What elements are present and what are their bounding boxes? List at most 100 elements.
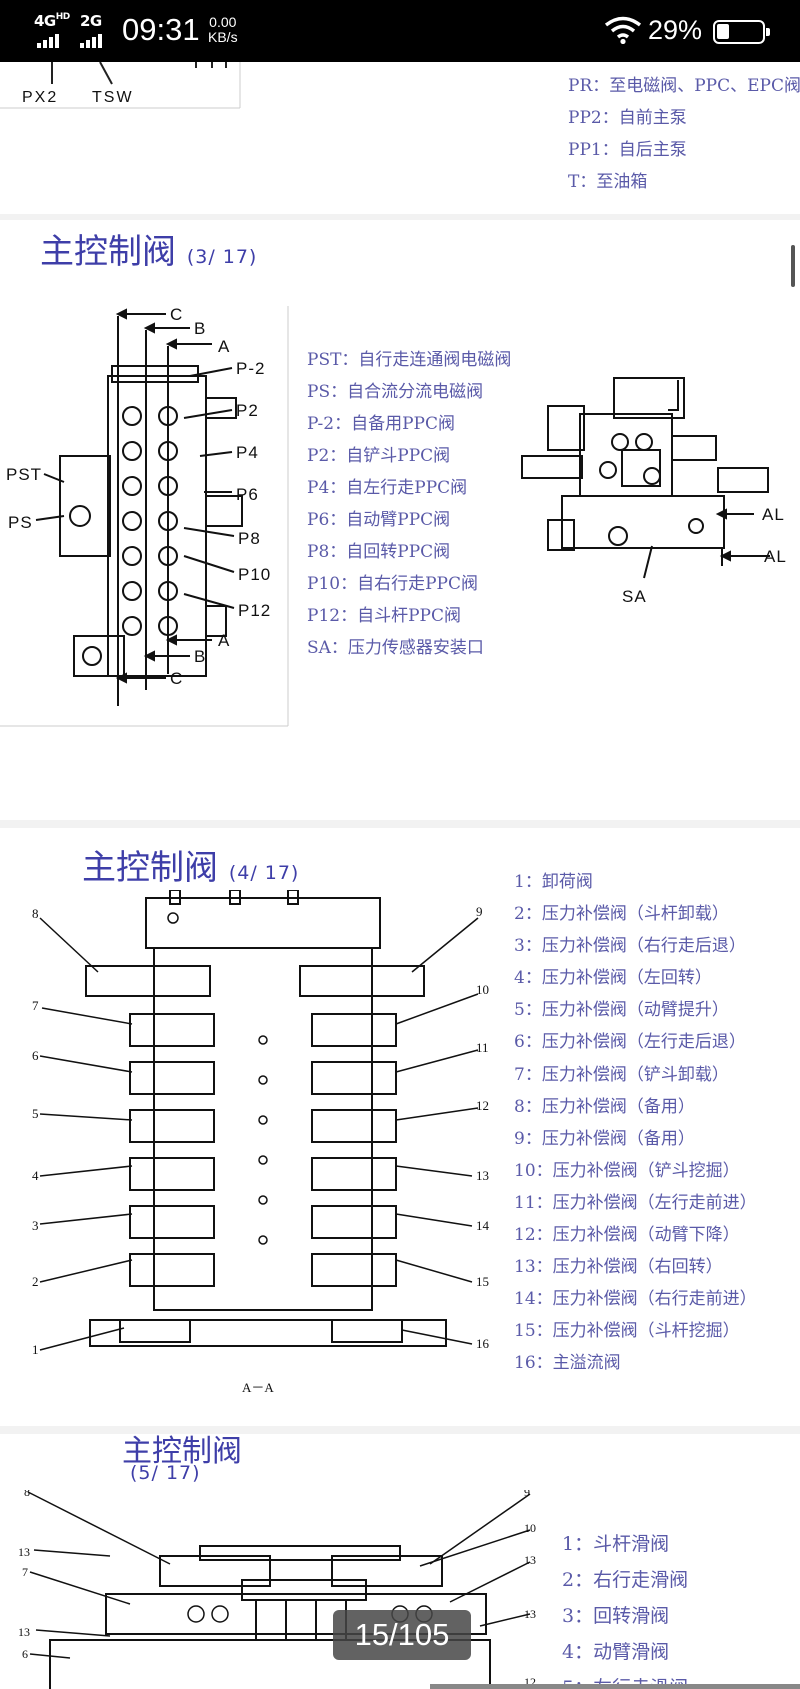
legend-item: P8：自回转PPC阀 [307, 542, 451, 562]
callout-number: 8 [24, 1490, 30, 1499]
slide-4-of-17: 主控制阀 (4/ 17) [0, 828, 800, 1426]
legend-item: 4：动臂滑阀 [562, 1641, 670, 1663]
legend-item: SA：压力传感器安装口 [307, 638, 484, 658]
callout-number: 13 [524, 1553, 536, 1567]
legend-item: P12：自斗杆PPC阀 [307, 606, 461, 626]
slide-title: 主控制阀 (4/ 17) [82, 848, 300, 888]
port-label: C [170, 669, 183, 688]
callout-number: 7 [32, 998, 39, 1013]
signal-icon-2 [80, 34, 102, 48]
legend-item: 11：压力补偿阀（左行走前进） [514, 1192, 757, 1213]
callout-number: 10 [476, 982, 489, 997]
callout-number: 4 [32, 1168, 39, 1183]
pressure-compensation-valve-section-view: 8 7 6 5 4 3 2 1 9 10 11 12 13 14 15 16 A… [32, 890, 490, 1395]
slide-number: (5/ 17) [130, 1462, 201, 1484]
callout-number: 8 [32, 906, 39, 921]
legend-item: PR：至电磁阀、PPC、EPC阀 [568, 76, 800, 96]
spool-valve-section-view: 8 13 7 13 6 9 10 13 13 12 [18, 1490, 536, 1689]
callout-number: 9 [476, 904, 483, 919]
callout-number: 12 [476, 1098, 489, 1113]
legend-item: 1：卸荷阀 [514, 872, 593, 892]
port-label: P4 [236, 443, 259, 462]
slide-title: 主控制阀 (3/ 17) [40, 232, 258, 272]
callout-number: 16 [476, 1336, 490, 1351]
battery-percentage: 29% [648, 15, 703, 45]
port-legend: PR：至电磁阀、PPC、EPC阀 PP2：自前主泵 PP1：自后主泵 T：至油箱 [568, 70, 800, 198]
callout-number: 7 [22, 1565, 28, 1579]
port-label: B [194, 319, 206, 338]
battery-fill [717, 24, 729, 39]
port-label: A [218, 631, 230, 650]
port-label: P-2 [236, 359, 265, 378]
port-label: P8 [238, 529, 261, 548]
callout-number: 2 [32, 1274, 39, 1289]
callout-number: 13 [18, 1545, 30, 1559]
legend-item: PP2：自前主泵 [568, 108, 687, 128]
page-counter: 15/105 [333, 1610, 471, 1660]
port-label: P6 [236, 485, 259, 504]
label-tsw: TSW [92, 89, 134, 106]
component-legend: 1：卸荷阀 2：压力补偿阀（斗杆卸载） 3：压力补偿阀（右行走后退） 4：压力补… [514, 866, 757, 1380]
legend-item: PST：自行走连通阀电磁阀 [307, 350, 512, 370]
status-bar: 4GHD 2G 09:31 0.00 KB/s 29% [0, 0, 800, 62]
port-legend: PST：自行走连通阀电磁阀 PS：自合流分流电磁阀 P-2：自备用PPC阀 P2… [307, 344, 511, 664]
port-label: SA [622, 587, 647, 606]
legend-item: 8：压力补偿阀（备用） [514, 1096, 695, 1117]
port-label: P12 [238, 601, 271, 620]
legend-item: 14：压力补偿阀（右行走前进） [514, 1289, 757, 1310]
callout-number: 6 [22, 1647, 28, 1661]
callout-number: 13 [18, 1625, 30, 1639]
slide-3-of-17: 主控制阀 (3/ 17) [0, 220, 800, 820]
legend-item: 9：压力补偿阀（备用） [514, 1128, 695, 1149]
legend-item: 5：压力补偿阀（动臂提升） [514, 1000, 729, 1021]
legend-item: P10：自右行走PPC阀 [307, 574, 478, 594]
callout-number: 11 [476, 1040, 489, 1055]
legend-item: 2：压力补偿阀（斗杆卸载） [514, 904, 729, 925]
section-label: A－A [242, 1380, 274, 1395]
label-px2: PX2 [22, 89, 58, 106]
network-4g-indicator: 4GHD [34, 12, 70, 30]
legend-item: PP1：自后主泵 [568, 140, 687, 160]
legend-item: 12：压力补偿阀（动臂下降） [514, 1225, 740, 1246]
port-label: C [170, 306, 183, 324]
callout-number: 13 [476, 1168, 489, 1183]
callout-number: 15 [476, 1274, 489, 1289]
port-label: A [218, 337, 230, 356]
network-speed: 0.00 KB/s [208, 14, 238, 45]
scrollbar-thumb[interactable] [791, 245, 795, 287]
callout-number: 10 [524, 1521, 536, 1535]
legend-item: T：至油箱 [568, 172, 648, 192]
network-2g-indicator: 2G [80, 12, 102, 30]
legend-item: 13：压力补偿阀（右回转） [514, 1257, 723, 1278]
clock: 09:31 [122, 12, 200, 47]
scroll-progress-bar [430, 1684, 800, 1689]
slide-divider [0, 214, 800, 220]
signal-icon [37, 34, 59, 48]
legend-item: PS：自合流分流电磁阀 [307, 382, 484, 402]
port-label: PS [8, 513, 33, 532]
slide-divider [0, 820, 800, 828]
legend-item: P2：自铲斗PPC阀 [307, 446, 451, 466]
port-label: AL [764, 547, 787, 566]
slide-divider [0, 1426, 800, 1434]
main-control-valve-front-view: C B A P-2 P2 P4 PST P6 PS P8 P10 P12 A B… [0, 306, 289, 727]
legend-item: P-2：自备用PPC阀 [307, 414, 455, 434]
port-label: AL [762, 505, 785, 524]
port-label: P2 [236, 401, 259, 420]
legend-item: 2：右行走滑阀 [562, 1569, 689, 1591]
port-label: P10 [238, 565, 271, 584]
spool-legend: 1：斗杆滑阀 2：右行走滑阀 3：回转滑阀 4：动臂滑阀 5：左行走滑阀 [562, 1526, 688, 1689]
callout-number: 6 [32, 1048, 39, 1063]
legend-item: 10：压力补偿阀（铲斗挖掘） [514, 1160, 740, 1181]
callout-number: 3 [32, 1218, 39, 1233]
legend-item: P4：自左行走PPC阀 [307, 478, 468, 498]
port-label: B [194, 647, 206, 666]
legend-item: 4：压力补偿阀（左回转） [514, 968, 712, 989]
callout-number: 13 [524, 1607, 536, 1621]
callout-number: 1 [32, 1342, 39, 1357]
callout-number: 5 [32, 1106, 39, 1121]
legend-item: 3：压力补偿阀（右行走后退） [514, 936, 746, 957]
legend-item: 1：斗杆滑阀 [562, 1533, 670, 1555]
legend-item: 15：压力补偿阀（斗杆挖掘） [514, 1321, 740, 1342]
main-control-valve-side-view: AL AL SA [521, 377, 787, 606]
